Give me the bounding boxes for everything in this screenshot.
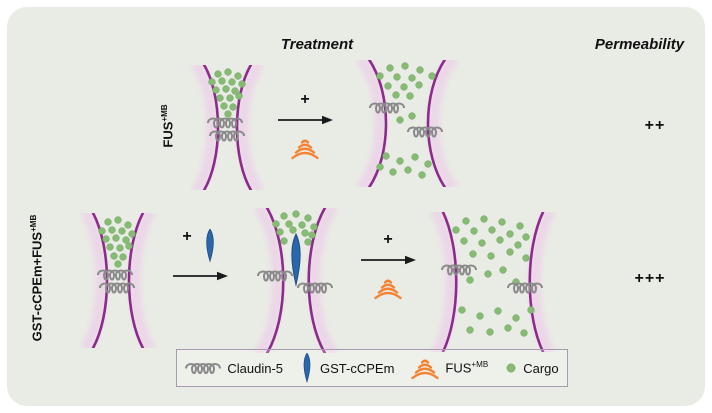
legend-item-claudin: Claudin-5 bbox=[185, 361, 283, 376]
row-label-fus: FUS+MB bbox=[160, 104, 176, 148]
membrane-right bbox=[235, 65, 253, 190]
fus-waves-icon bbox=[291, 139, 319, 160]
membrane-right bbox=[307, 208, 327, 353]
junction-panel-fus-after bbox=[357, 60, 457, 187]
permeability-value-fus: ++ bbox=[644, 117, 666, 134]
treatment-header: Treatment bbox=[280, 36, 354, 53]
legend-item-gst-ccpem: GST-cCPEm bbox=[300, 353, 394, 383]
cargo-dots bbox=[452, 215, 535, 337]
fus-waves-icon bbox=[374, 279, 402, 300]
membrane-right bbox=[528, 212, 545, 352]
membrane-glow-right bbox=[428, 60, 457, 187]
plus-sign: + bbox=[182, 228, 192, 245]
reaction-arrow bbox=[172, 270, 229, 282]
legend-label: FUS+MB bbox=[445, 360, 489, 376]
membrane-right bbox=[426, 60, 447, 187]
claudin-icon bbox=[185, 362, 222, 374]
membrane-glow-left bbox=[192, 65, 218, 190]
membrane-right bbox=[127, 213, 145, 348]
gst-ccpem-wedge bbox=[291, 233, 301, 286]
permeability-header: Permeability bbox=[594, 36, 685, 53]
cargo-dots bbox=[208, 68, 246, 118]
legend-label: Claudin-5 bbox=[227, 360, 284, 376]
reaction-arrow bbox=[360, 254, 417, 266]
plus-sign: + bbox=[300, 91, 310, 108]
legend-label: GST-cCPEm bbox=[320, 360, 395, 376]
membrane-glow-right bbox=[129, 213, 155, 348]
legend-label: Cargo bbox=[523, 360, 559, 376]
treatment-step-fus: + bbox=[277, 91, 334, 160]
legend: Claudin-5 GST-cCPEm FUS+MB Cargo bbox=[176, 349, 568, 387]
legend-item-fus: FUS+MB bbox=[411, 356, 488, 380]
legend-item-cargo: Cargo bbox=[505, 360, 559, 376]
cargo-icon bbox=[506, 363, 516, 373]
junction-panel-gst-bound bbox=[255, 208, 337, 353]
membrane-left bbox=[441, 212, 458, 352]
row-label-gst-fus: GST-cCPEm+FUS+MB bbox=[29, 214, 45, 342]
treatment-step-fus-2: + bbox=[359, 232, 417, 300]
fus-icon bbox=[411, 359, 440, 380]
cargo-dots bbox=[272, 210, 318, 246]
membrane-glow-right bbox=[529, 212, 555, 352]
membrane-left bbox=[91, 213, 109, 348]
membrane-glow-left bbox=[81, 213, 107, 348]
junction-panel-fus-before bbox=[192, 65, 263, 190]
cargo-dots bbox=[376, 62, 436, 179]
cargo-dots bbox=[98, 216, 136, 268]
plus-sign: + bbox=[383, 231, 393, 248]
membrane-glow-right bbox=[309, 208, 337, 353]
membrane-glow-left bbox=[255, 208, 283, 353]
membrane-glow-left bbox=[357, 60, 386, 187]
figure-panel: Treatment Permeability FUS+MB + bbox=[7, 7, 705, 406]
gst-ccpem-icon bbox=[303, 353, 311, 383]
reaction-arrow bbox=[277, 114, 334, 126]
junction-panel-gst-before bbox=[81, 213, 155, 348]
gst-ccpem-icon bbox=[205, 229, 214, 262]
junction-panel-gst-fus-after bbox=[431, 212, 555, 352]
permeability-value-gst-fus: +++ bbox=[634, 270, 666, 287]
membrane-glow-left bbox=[431, 212, 457, 352]
membrane-glow-right bbox=[237, 65, 263, 190]
treatment-step-gst: + bbox=[165, 229, 235, 283]
membrane-left bbox=[367, 60, 388, 187]
